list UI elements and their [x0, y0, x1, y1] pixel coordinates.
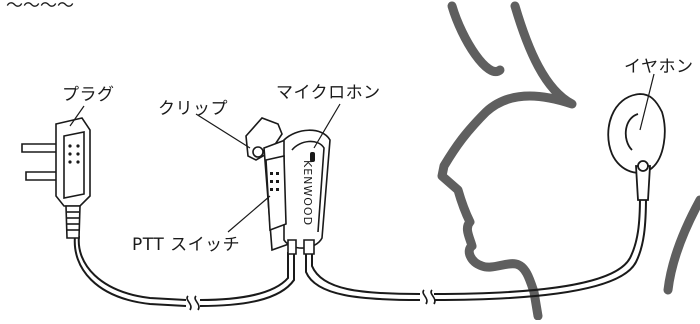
earphone-joint [637, 160, 649, 172]
mic-ptt-panel [265, 155, 287, 232]
plug-strain-relief [65, 205, 81, 239]
plug-pin-bottom [25, 171, 59, 181]
leader-ptt [227, 195, 271, 233]
earphone [607, 93, 666, 201]
earphone-inner [624, 113, 639, 151]
plug-pin-top [21, 143, 59, 153]
hair-strand-left [447, 1, 505, 76]
ear-cable [305, 252, 421, 301]
leader-microphone [313, 103, 341, 149]
microphone-unit [245, 117, 331, 255]
mic-grille [310, 152, 315, 162]
plug-cable-inner [77, 235, 187, 301]
clip-hinge [252, 146, 264, 158]
mic-face-edge [291, 140, 325, 233]
label-microphone: マイクロホン [276, 83, 381, 103]
plug-cable [73, 235, 187, 307]
face-profile [437, 1, 577, 321]
head-silhouette [437, 1, 700, 321]
plug-body [55, 117, 91, 207]
ptt-grip [270, 172, 279, 191]
mic-cable-exit-right [303, 239, 315, 255]
earphone-cup [607, 93, 666, 174]
label-earphone: イヤホン [624, 57, 694, 77]
plug-ridge [63, 131, 85, 199]
mic-cable-exit-left [287, 239, 297, 255]
top-cut-text: 〜〜〜〜 [6, 0, 74, 16]
cable-break-marks [186, 289, 436, 311]
ear-cable-b [433, 195, 647, 301]
device-brand-text: KENWOOD [301, 160, 314, 226]
leader-lines [69, 73, 655, 233]
leader-plug [69, 105, 85, 127]
neck-back [663, 195, 700, 295]
cable [73, 195, 647, 307]
plug-cable-b-inner [199, 252, 289, 301]
label-clip: クリップ [158, 99, 228, 119]
ear-cable-inner [311, 252, 421, 295]
leader-clip [195, 113, 251, 149]
label-plug: プラグ [62, 85, 115, 105]
plug-cable-b [199, 252, 295, 307]
plug [21, 117, 91, 239]
ear-cable-b-inner [433, 195, 641, 295]
leader-earphone [639, 73, 655, 131]
label-ptt-switch: PTT スイッチ [132, 235, 241, 255]
plug-grip-dots [68, 144, 80, 164]
plug-strain-ribs [67, 211, 79, 231]
